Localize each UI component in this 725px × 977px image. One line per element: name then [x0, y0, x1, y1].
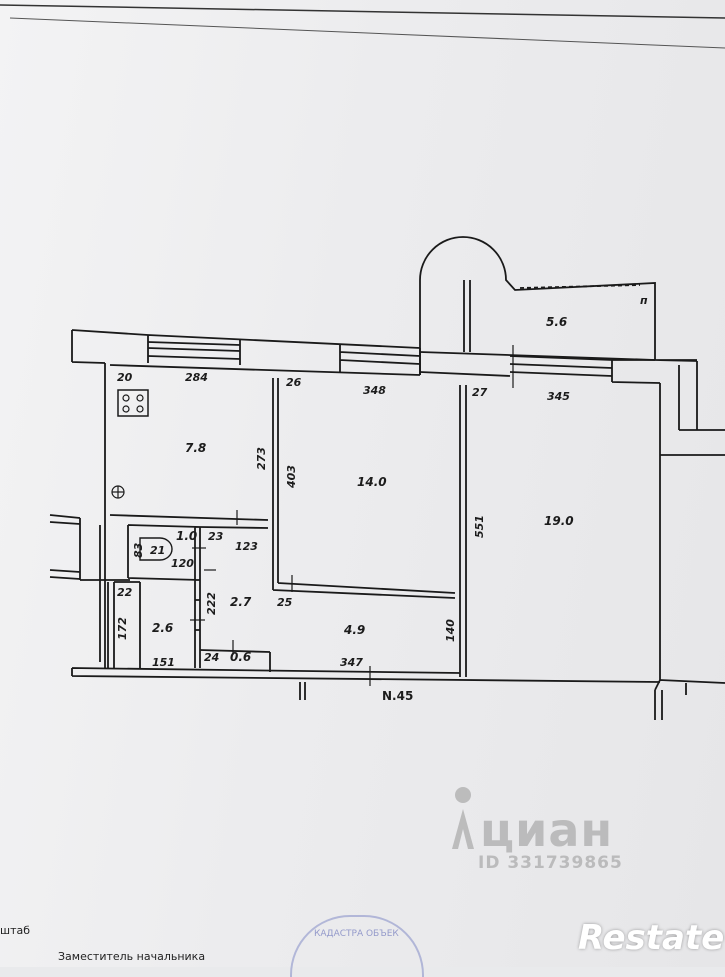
dim-label: 403 — [285, 465, 298, 489]
stove-icon — [117, 389, 149, 417]
dim-label: 345 — [547, 390, 570, 403]
hall-area: 4.9 — [343, 623, 365, 637]
dim-label: 27 — [472, 386, 488, 399]
wall-kitchen-room — [272, 378, 279, 515]
room-right-area: 19.0 — [544, 514, 574, 528]
balcony-dashed — [519, 284, 641, 289]
doc-line — [9, 17, 725, 49]
bathroom-area: 2.6 — [152, 621, 173, 635]
footer-subtext: Заместитель начальника — [58, 950, 206, 963]
balcony-partition — [463, 280, 471, 352]
wall-room-bottom — [272, 515, 456, 599]
wall-right-bottom — [654, 679, 725, 720]
dim-label: 25 — [277, 596, 293, 609]
toilet-top — [199, 526, 269, 529]
wall-right-top — [611, 360, 661, 384]
watermark-name: циан — [480, 803, 614, 857]
watermark-id: ID 331739865 — [478, 853, 623, 873]
wall-right-outer — [612, 359, 725, 456]
window-right — [509, 355, 613, 377]
dim-label: 284 — [185, 371, 208, 384]
toilet-area: 1.0 — [176, 529, 197, 543]
dim-label: 26 — [286, 376, 302, 389]
dim-label: 551 — [473, 515, 486, 538]
window-kitchen — [147, 341, 241, 360]
plan-number: N.45 — [382, 689, 413, 703]
balcony-floor — [419, 351, 656, 377]
wall-top-left — [71, 329, 149, 364]
storage-area: 0.6 — [230, 650, 251, 664]
dim-label: 347 — [340, 656, 363, 669]
dim-label: 151 — [152, 656, 175, 669]
dim-label: 172 — [116, 617, 129, 640]
dim-label: 120 — [171, 557, 194, 570]
kitchen-area: 7.8 — [185, 441, 206, 455]
balcony-mark: п — [640, 294, 648, 307]
wall-middle-right — [459, 385, 467, 677]
dim-label: 123 — [235, 540, 258, 553]
window-middle — [239, 340, 421, 372]
dim-label: 22 — [117, 586, 133, 599]
bathtub — [107, 581, 141, 668]
toilet-number: 21 — [150, 544, 165, 557]
toilet-walls — [127, 524, 201, 668]
dim-label: 23 — [208, 530, 224, 543]
wall-left-ext — [49, 514, 81, 580]
dim-label: 83 — [132, 542, 145, 558]
brand-logo: Restate — [578, 918, 725, 958]
wall-bottom-stub — [299, 682, 306, 700]
storage-walls — [199, 649, 271, 672]
dim-label: 222 — [205, 592, 218, 615]
corridor-area: 2.7 — [230, 595, 252, 609]
dim-label: 140 — [444, 619, 457, 642]
wall-kitchen-bottom — [109, 514, 269, 521]
bath-door — [195, 599, 200, 631]
riser-icon — [111, 485, 125, 499]
wall-top — [147, 334, 421, 375]
footer-text: штаб — [0, 924, 30, 937]
stamp-text: КАДАСТРА ОБЪЕК — [314, 929, 399, 939]
wall-bottom — [71, 667, 661, 683]
dim-label: 24 — [204, 651, 219, 664]
dimension-ticks — [190, 345, 514, 686]
doc-line — [0, 4, 725, 19]
dim-label: 20 — [117, 371, 133, 384]
location-pin-icon — [452, 787, 474, 849]
watermark: циан ID 331739865 — [440, 775, 670, 885]
dim-label: 273 — [255, 447, 268, 470]
balcony-outline — [419, 236, 656, 375]
dim-label: 348 — [363, 384, 386, 397]
entrance-block — [79, 518, 130, 581]
wall-top-inner — [109, 364, 421, 376]
room-middle-area: 14.0 — [357, 475, 387, 489]
toilet-bowl-icon — [139, 537, 173, 561]
balcony-area: 5.6 — [546, 315, 567, 329]
